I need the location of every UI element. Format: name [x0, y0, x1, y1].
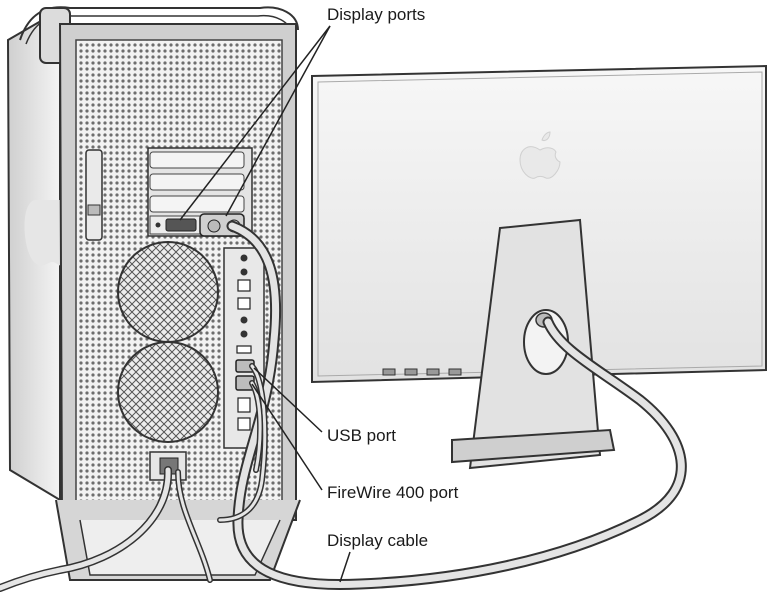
- callout-line-firewire: [251, 383, 323, 491]
- side-latch: [85, 149, 103, 241]
- cables: [0, 220, 687, 592]
- display-port-left: [165, 218, 197, 232]
- label-display-cable: Display cable: [327, 531, 429, 550]
- callout-line-display-left: [179, 25, 331, 221]
- display-apple-logo: [519, 131, 561, 179]
- mac-pro-tower: [6, 6, 301, 581]
- apple-display: [311, 64, 767, 470]
- fan-grille-lower: [117, 341, 219, 443]
- label-usb-port: USB port: [327, 426, 396, 445]
- display-stand-foot: [451, 428, 616, 464]
- display-vent: [382, 368, 396, 376]
- callout-line-display-right: [225, 25, 331, 217]
- tower-handle-top: [19, 6, 299, 41]
- callout-line-display-cable: [339, 551, 351, 583]
- callout-line-usb: [253, 367, 323, 433]
- label-firewire-port: FireWire 400 port: [327, 483, 459, 502]
- side-apple-logo: [24, 200, 64, 266]
- fan-grille-upper: [117, 241, 219, 343]
- callout-lines: [179, 25, 351, 583]
- label-display-ports: Display ports: [327, 5, 426, 24]
